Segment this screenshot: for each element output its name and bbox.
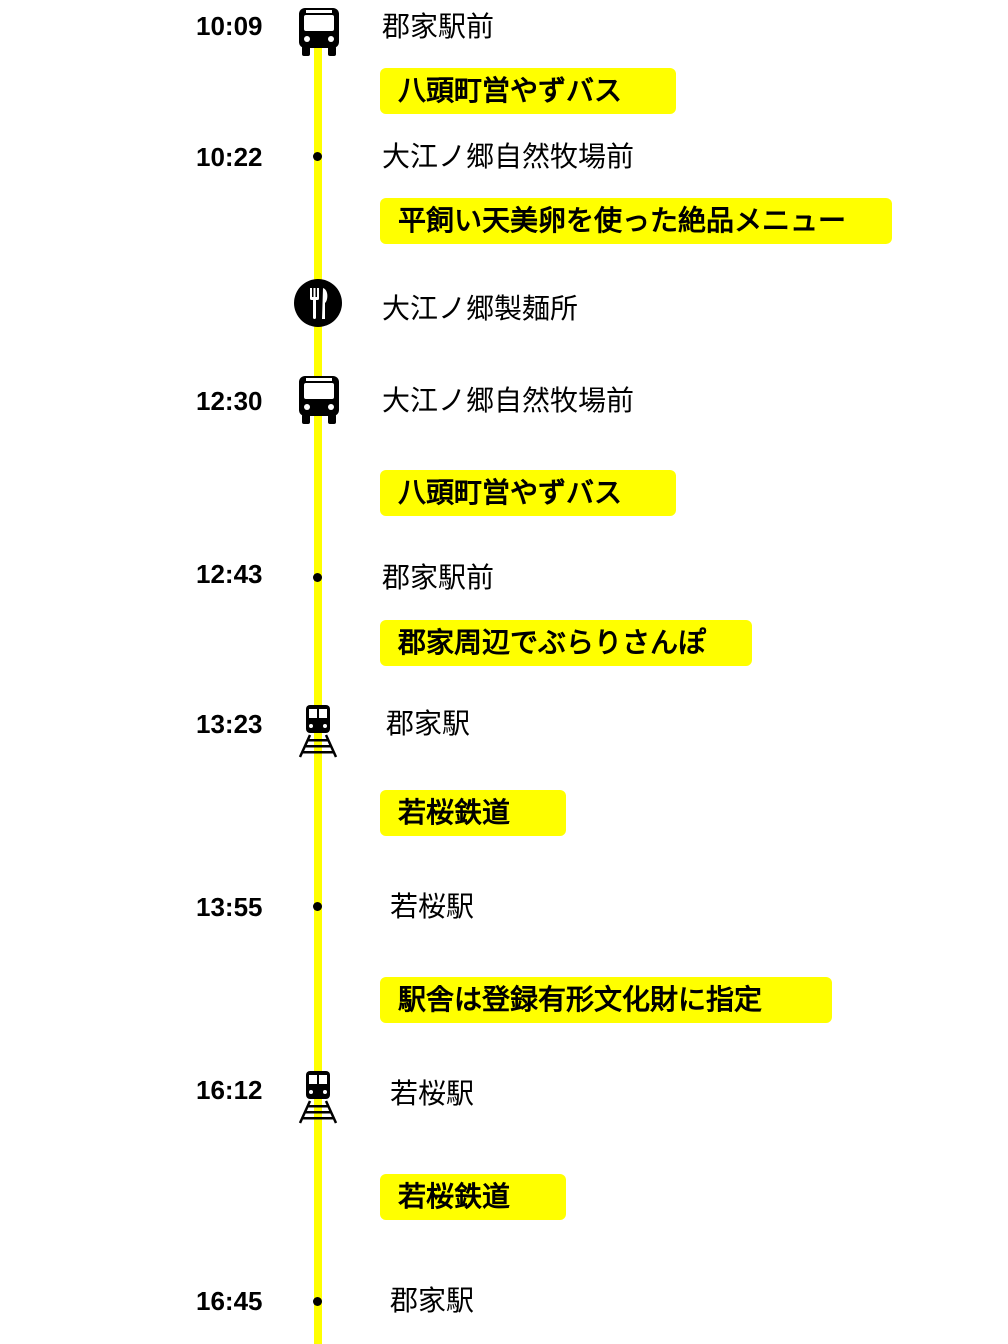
stop-name: 郡家駅 [386, 707, 471, 740]
train-icon [297, 1069, 339, 1129]
stop-dot [313, 902, 322, 911]
note-menu: 平飼い天美卵を使った絶品メニュー [380, 198, 892, 244]
note-heritage: 駅舎は登録有形文化財に指定 [380, 977, 832, 1023]
note-bus-line: 八頭町営やずバス [380, 470, 676, 516]
stop-time: 12:30 [196, 386, 263, 416]
stop-time: 13:23 [196, 709, 263, 739]
stop-time: 12:43 [196, 559, 263, 589]
stop-time: 10:09 [196, 11, 263, 41]
note-bus-line: 八頭町営やずバス [380, 68, 676, 114]
note-stroll: 郡家周辺でぶらりさんぽ [380, 620, 752, 666]
stop-time: 16:12 [196, 1075, 263, 1105]
stop-time: 13:55 [196, 892, 263, 922]
stop-name: 大江ノ郷自然牧場前 [382, 384, 635, 417]
stop-name: 郡家駅 [390, 1284, 475, 1317]
stop-time: 16:45 [196, 1286, 263, 1316]
stop-name: 若桜駅 [390, 1077, 475, 1110]
stop-dot [313, 152, 322, 161]
note-railway: 若桜鉄道 [380, 1174, 566, 1220]
note-railway: 若桜鉄道 [380, 790, 566, 836]
stop-time: 10:22 [196, 142, 263, 172]
stop-name: 郡家駅前 [382, 10, 495, 43]
stop-dot [313, 1297, 322, 1306]
stop-name: 大江ノ郷製麺所 [382, 292, 579, 325]
stop-name: 郡家駅前 [382, 561, 495, 594]
stop-name: 大江ノ郷自然牧場前 [382, 140, 635, 173]
train-icon [297, 703, 339, 763]
stop-dot [313, 573, 322, 582]
stop-name: 若桜駅 [390, 890, 475, 923]
restaurant-icon [294, 279, 342, 331]
bus-icon [296, 6, 342, 62]
bus-icon [296, 374, 342, 430]
timeline-line [314, 40, 322, 1344]
